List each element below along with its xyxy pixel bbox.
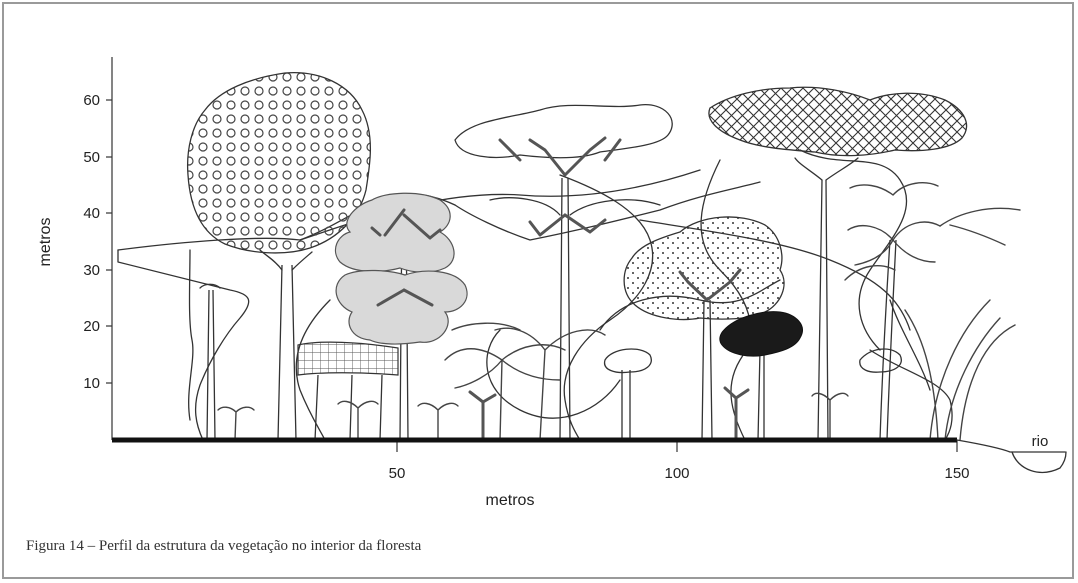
dark-canopy-tree <box>719 311 803 441</box>
x-tick-label-50: 50 <box>389 465 406 482</box>
small-left-tree <box>199 283 221 441</box>
grid-pattern-shrub <box>297 341 399 441</box>
crown-circle-pattern <box>186 71 372 254</box>
y-tick-label-20: 20 <box>83 318 100 335</box>
seedlings <box>217 348 902 442</box>
x-tick-label-100: 100 <box>664 465 689 482</box>
fern-palms-middle <box>444 322 606 441</box>
crown-dot-pattern <box>623 216 785 321</box>
y-tick-label-60: 60 <box>83 92 100 109</box>
y-tick-label-40: 40 <box>83 205 100 222</box>
crown-crosshatch-pattern <box>708 86 968 157</box>
central-tall-tree <box>454 104 673 441</box>
figure-caption: Figura 14 – Perfil da estrutura da veget… <box>26 538 422 554</box>
x-axis: 50 100 150 metros <box>389 440 970 509</box>
y-tick-label-30: 30 <box>83 262 100 279</box>
x-axis-title: metros <box>486 492 535 509</box>
y-axis-title: metros <box>37 218 54 267</box>
river: rio <box>956 433 1067 473</box>
river-label: rio <box>1032 433 1049 450</box>
y-axis: 10 20 30 40 50 60 metros <box>37 57 113 440</box>
palm-trees-right <box>844 182 1021 441</box>
y-tick-label-10: 10 <box>83 375 100 392</box>
y-tick-label-50: 50 <box>83 149 100 166</box>
emergent-tree-circles <box>186 71 372 441</box>
x-tick-label-150: 150 <box>944 465 969 482</box>
grey-canopy-tree <box>335 192 468 441</box>
small-mid-tree <box>603 348 652 440</box>
crosshatch-emergent-tree <box>708 86 968 441</box>
dotted-crown-tree <box>623 216 785 441</box>
